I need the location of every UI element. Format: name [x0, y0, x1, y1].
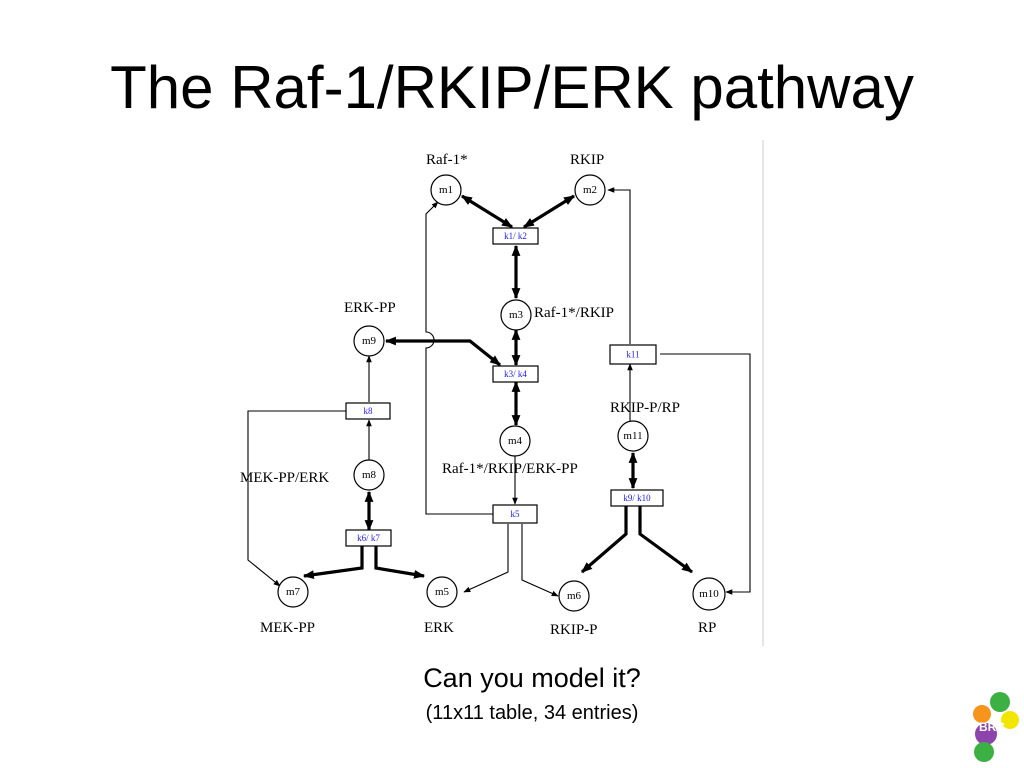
- reaction-box-k1k2-rect: [492, 227, 539, 245]
- logo-circle-top: [990, 692, 1010, 712]
- node-m2-label: m2: [583, 184, 597, 196]
- node-m3: m3: [500, 299, 532, 331]
- edge-k6k7-m7: [302, 546, 364, 580]
- node-m6-label: m6: [567, 590, 582, 602]
- node-m4: m4: [499, 425, 531, 457]
- pathway-diagram: m1 m2 m3 m4 m5 m6 m7 m8 m9 m10 m11 Raf-1…: [236, 140, 764, 646]
- reaction-box-k6k7: k6/ k7: [345, 529, 392, 547]
- diagram-background: [236, 140, 764, 646]
- node-m8-circle: [353, 459, 385, 491]
- species-label-m9: ERK-PP: [344, 300, 396, 316]
- node-m5-circle: [426, 576, 458, 608]
- species-label-m5: ERK: [424, 620, 454, 636]
- edge-k6k7-m5: [374, 546, 426, 579]
- node-m8-label: m8: [362, 469, 377, 481]
- reaction-box-k1k2: k1/ k2: [492, 227, 539, 245]
- edge-m1-k1k2: [461, 194, 513, 229]
- species-label-m3: Raf-1*/RKIP: [534, 305, 614, 321]
- node-m5: m5: [426, 576, 458, 608]
- node-m9: m9: [353, 325, 385, 357]
- species-label-m8: MEK-PP/ERK: [240, 470, 329, 486]
- reaction-box-k5-rect: [492, 504, 538, 524]
- species-label-m1: Raf-1*: [426, 152, 468, 168]
- species-label-m10: RP: [698, 620, 716, 636]
- logo-circle-orange: [973, 705, 991, 723]
- reaction-box-k3k4: k3/ k4: [492, 365, 539, 383]
- edge-k11-to-m2: [607, 187, 631, 344]
- node-m10: m10: [692, 577, 726, 611]
- species-label-m11: RKIP-P/RP: [610, 400, 680, 416]
- species-label-m4: Raf-1*/RKIP/ERK-PP: [442, 461, 578, 477]
- logo-circle-yellow: [1001, 711, 1019, 729]
- reaction-box-k6k7-rect: [345, 529, 392, 547]
- edge-k5-to-m6: [521, 524, 559, 597]
- node-m5-label: m5: [435, 586, 450, 598]
- reaction-box-k3k4-rect: [492, 365, 539, 383]
- edge-k8-to-m7: [247, 410, 346, 587]
- edge-k11-to-m10: [660, 353, 751, 595]
- node-m2: m2: [574, 174, 606, 206]
- node-m11-circle: [617, 420, 649, 452]
- node-m4-circle: [499, 425, 531, 457]
- node-m7-circle: [277, 576, 309, 608]
- node-m2-circle: [574, 174, 606, 206]
- brc-logo: BRC: [973, 692, 1019, 762]
- edge-m9-k3k4: [384, 336, 501, 367]
- thick-edges: [302, 194, 693, 580]
- reaction-box-k8: k8: [345, 402, 391, 420]
- reaction-label-k6k7: k6/ k7: [357, 533, 380, 543]
- node-m4-label: m4: [508, 435, 523, 447]
- logo-text: BRC: [979, 720, 1005, 734]
- node-m7-label: m7: [286, 586, 301, 598]
- reaction-label-k5: k5: [511, 509, 521, 519]
- reaction-box-k11-rect: [609, 344, 657, 365]
- reaction-box-k5: k5: [492, 504, 538, 524]
- node-m10-label: m10: [699, 588, 719, 600]
- slide-title: The Raf-1/RKIP/ERK pathway: [110, 54, 914, 121]
- reaction-label-k3k4: k3/ k4: [504, 369, 527, 379]
- species-label-m7: MEK-PP: [260, 620, 315, 636]
- reaction-label-k8: k8: [364, 406, 374, 416]
- node-m7: m7: [277, 576, 309, 608]
- node-m1: m1: [430, 174, 462, 206]
- caption-detail: (11x11 table, 34 entries): [425, 702, 639, 724]
- reaction-label-k1k2: k1/ k2: [504, 231, 527, 241]
- logo-circle-purple: [975, 723, 997, 745]
- node-m11: m11: [617, 420, 649, 452]
- node-m9-label: m9: [362, 335, 377, 347]
- species-label-m2: RKIP: [570, 152, 604, 168]
- edge-k9k10-m10: [638, 506, 693, 574]
- node-m1-label: m1: [439, 184, 453, 196]
- node-m3-label: m3: [509, 309, 524, 321]
- reaction-box-k9k10-rect: [610, 489, 664, 507]
- caption-question: Can you model it?: [423, 663, 641, 693]
- node-m8: m8: [353, 459, 385, 491]
- node-m10-circle: [692, 577, 726, 611]
- node-m11-label: m11: [623, 430, 642, 442]
- node-m9-circle: [353, 325, 385, 357]
- edge-k9k10-m6: [580, 506, 628, 574]
- reaction-box-k9k10: k9/ k10: [610, 489, 664, 507]
- logo-circle-bottom: [974, 742, 994, 762]
- reaction-label-k9k10: k9/ k10: [623, 493, 651, 503]
- reaction-box-k8-rect: [345, 402, 391, 420]
- reaction-box-k11: k11: [609, 344, 657, 365]
- species-label-m6: RKIP-P: [550, 622, 598, 638]
- edge-m2-k1k2: [523, 194, 575, 229]
- node-m3-circle: [500, 299, 532, 331]
- reaction-label-k11: k11: [626, 350, 639, 360]
- node-m1-circle: [430, 174, 462, 206]
- node-m6-circle: [558, 580, 590, 612]
- node-m6: m6: [558, 580, 590, 612]
- edge-k5-to-m5: [463, 524, 509, 593]
